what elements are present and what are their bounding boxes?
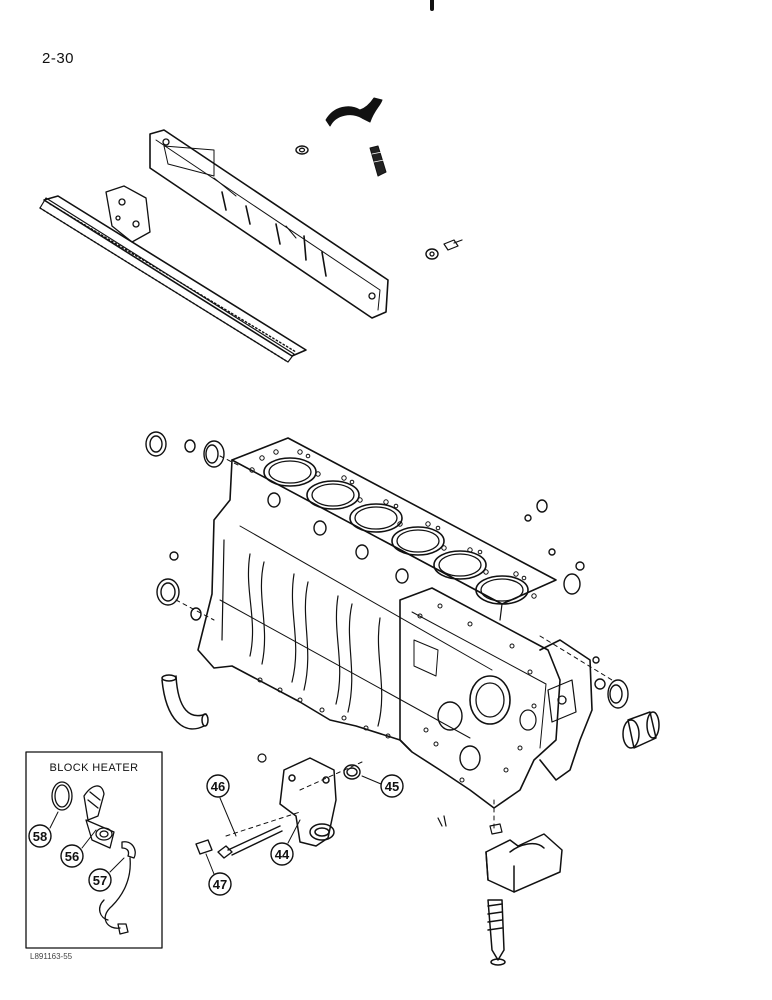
callout-57: 57	[88, 857, 125, 892]
block-heater-title-text: BLOCK HEATER	[49, 762, 139, 774]
callout-47: 47	[205, 853, 232, 896]
breather-plate	[105, 185, 151, 243]
main-bearing-bolt	[487, 899, 506, 966]
callout-57-label: 57	[93, 873, 107, 888]
block-heater-title: BLOCK HEATER	[0, 762, 162, 774]
heater-element	[51, 781, 115, 849]
heater-cord	[98, 841, 136, 935]
page-number: 2-30	[42, 50, 75, 67]
callout-44-label: 44	[275, 847, 290, 862]
side-cover	[149, 129, 389, 319]
nut-47	[195, 839, 213, 855]
block-heater-inset	[25, 751, 163, 949]
figure-code: L891163-55	[30, 952, 73, 961]
bent-tube	[161, 674, 209, 730]
o-ring-45	[343, 764, 361, 780]
small-fittings	[257, 753, 503, 835]
main-bearing-cap	[485, 833, 563, 893]
dashed-leader-lines	[175, 455, 613, 837]
callout-45: 45	[361, 774, 404, 798]
bolt-46	[217, 825, 283, 859]
expansion-plugs	[145, 431, 629, 709]
callout-56: 56	[60, 829, 97, 868]
rear-bushing	[622, 711, 660, 749]
water-outlet-fitting	[279, 757, 337, 847]
cover-gasket	[39, 195, 307, 363]
callout-47-label: 47	[213, 877, 227, 892]
engine-block	[197, 437, 593, 809]
callout-58: 58	[28, 811, 59, 848]
callout-46: 46	[206, 774, 237, 837]
callout-44: 44	[270, 819, 301, 866]
nut-and-bolt-top	[425, 239, 463, 260]
callout-45-label: 45	[385, 779, 399, 794]
hose-clamp-top	[295, 145, 309, 155]
callout-56-label: 56	[65, 849, 79, 864]
breather-hose	[325, 97, 387, 177]
callout-46-label: 46	[211, 779, 225, 794]
callout-58-label: 58	[33, 829, 47, 844]
